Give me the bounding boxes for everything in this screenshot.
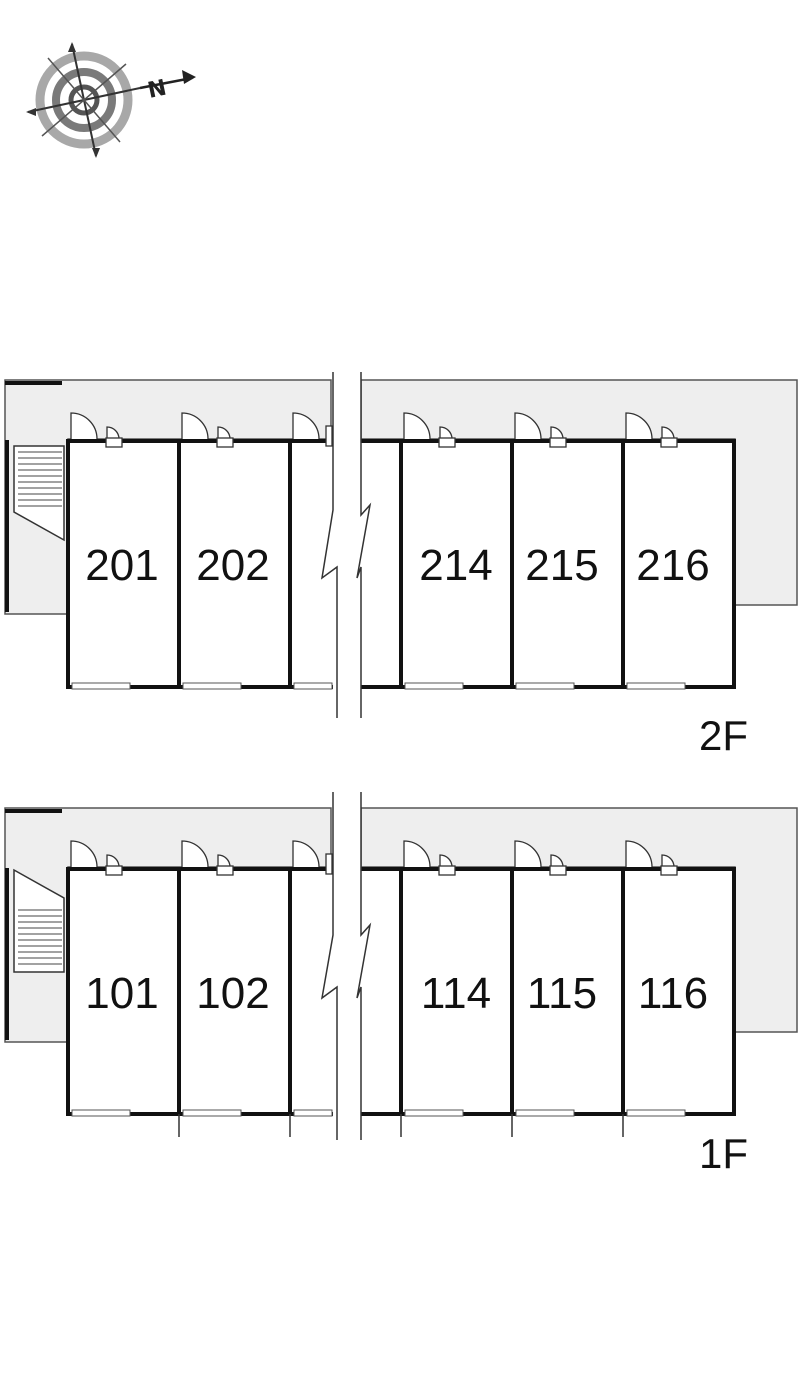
- unit-windows: [71, 682, 686, 690]
- unit-label: 216: [636, 541, 709, 590]
- unit-label: 116: [638, 969, 708, 1018]
- entrance-doors: [70, 840, 678, 876]
- floor-label: 2F: [699, 712, 748, 759]
- staircase: [13, 868, 65, 973]
- unit-label: 102: [196, 969, 269, 1018]
- unit-label: 115: [527, 969, 597, 1018]
- break-line: [320, 792, 372, 1140]
- floor-plan-2f: 201 202 214 215 216 2F: [4, 372, 798, 759]
- partition-walls: [178, 1114, 624, 1137]
- unit-label: 114: [421, 969, 491, 1018]
- unit-label: 101: [85, 969, 158, 1018]
- unit-label: 202: [196, 541, 269, 590]
- unit-label: 215: [525, 541, 598, 590]
- staircase: [13, 445, 65, 542]
- unit-label: 214: [419, 541, 492, 590]
- unit-label: 201: [85, 541, 158, 590]
- floor-label: 1F: [699, 1130, 748, 1177]
- unit-windows: [71, 1109, 686, 1117]
- compass-north-label: N: [146, 76, 169, 104]
- floor-plan-1f: 101 102 114 115 116 1F: [4, 792, 798, 1177]
- break-line: [320, 372, 372, 718]
- entrance-doors: [70, 412, 678, 448]
- compass-rose-icon: [26, 42, 196, 158]
